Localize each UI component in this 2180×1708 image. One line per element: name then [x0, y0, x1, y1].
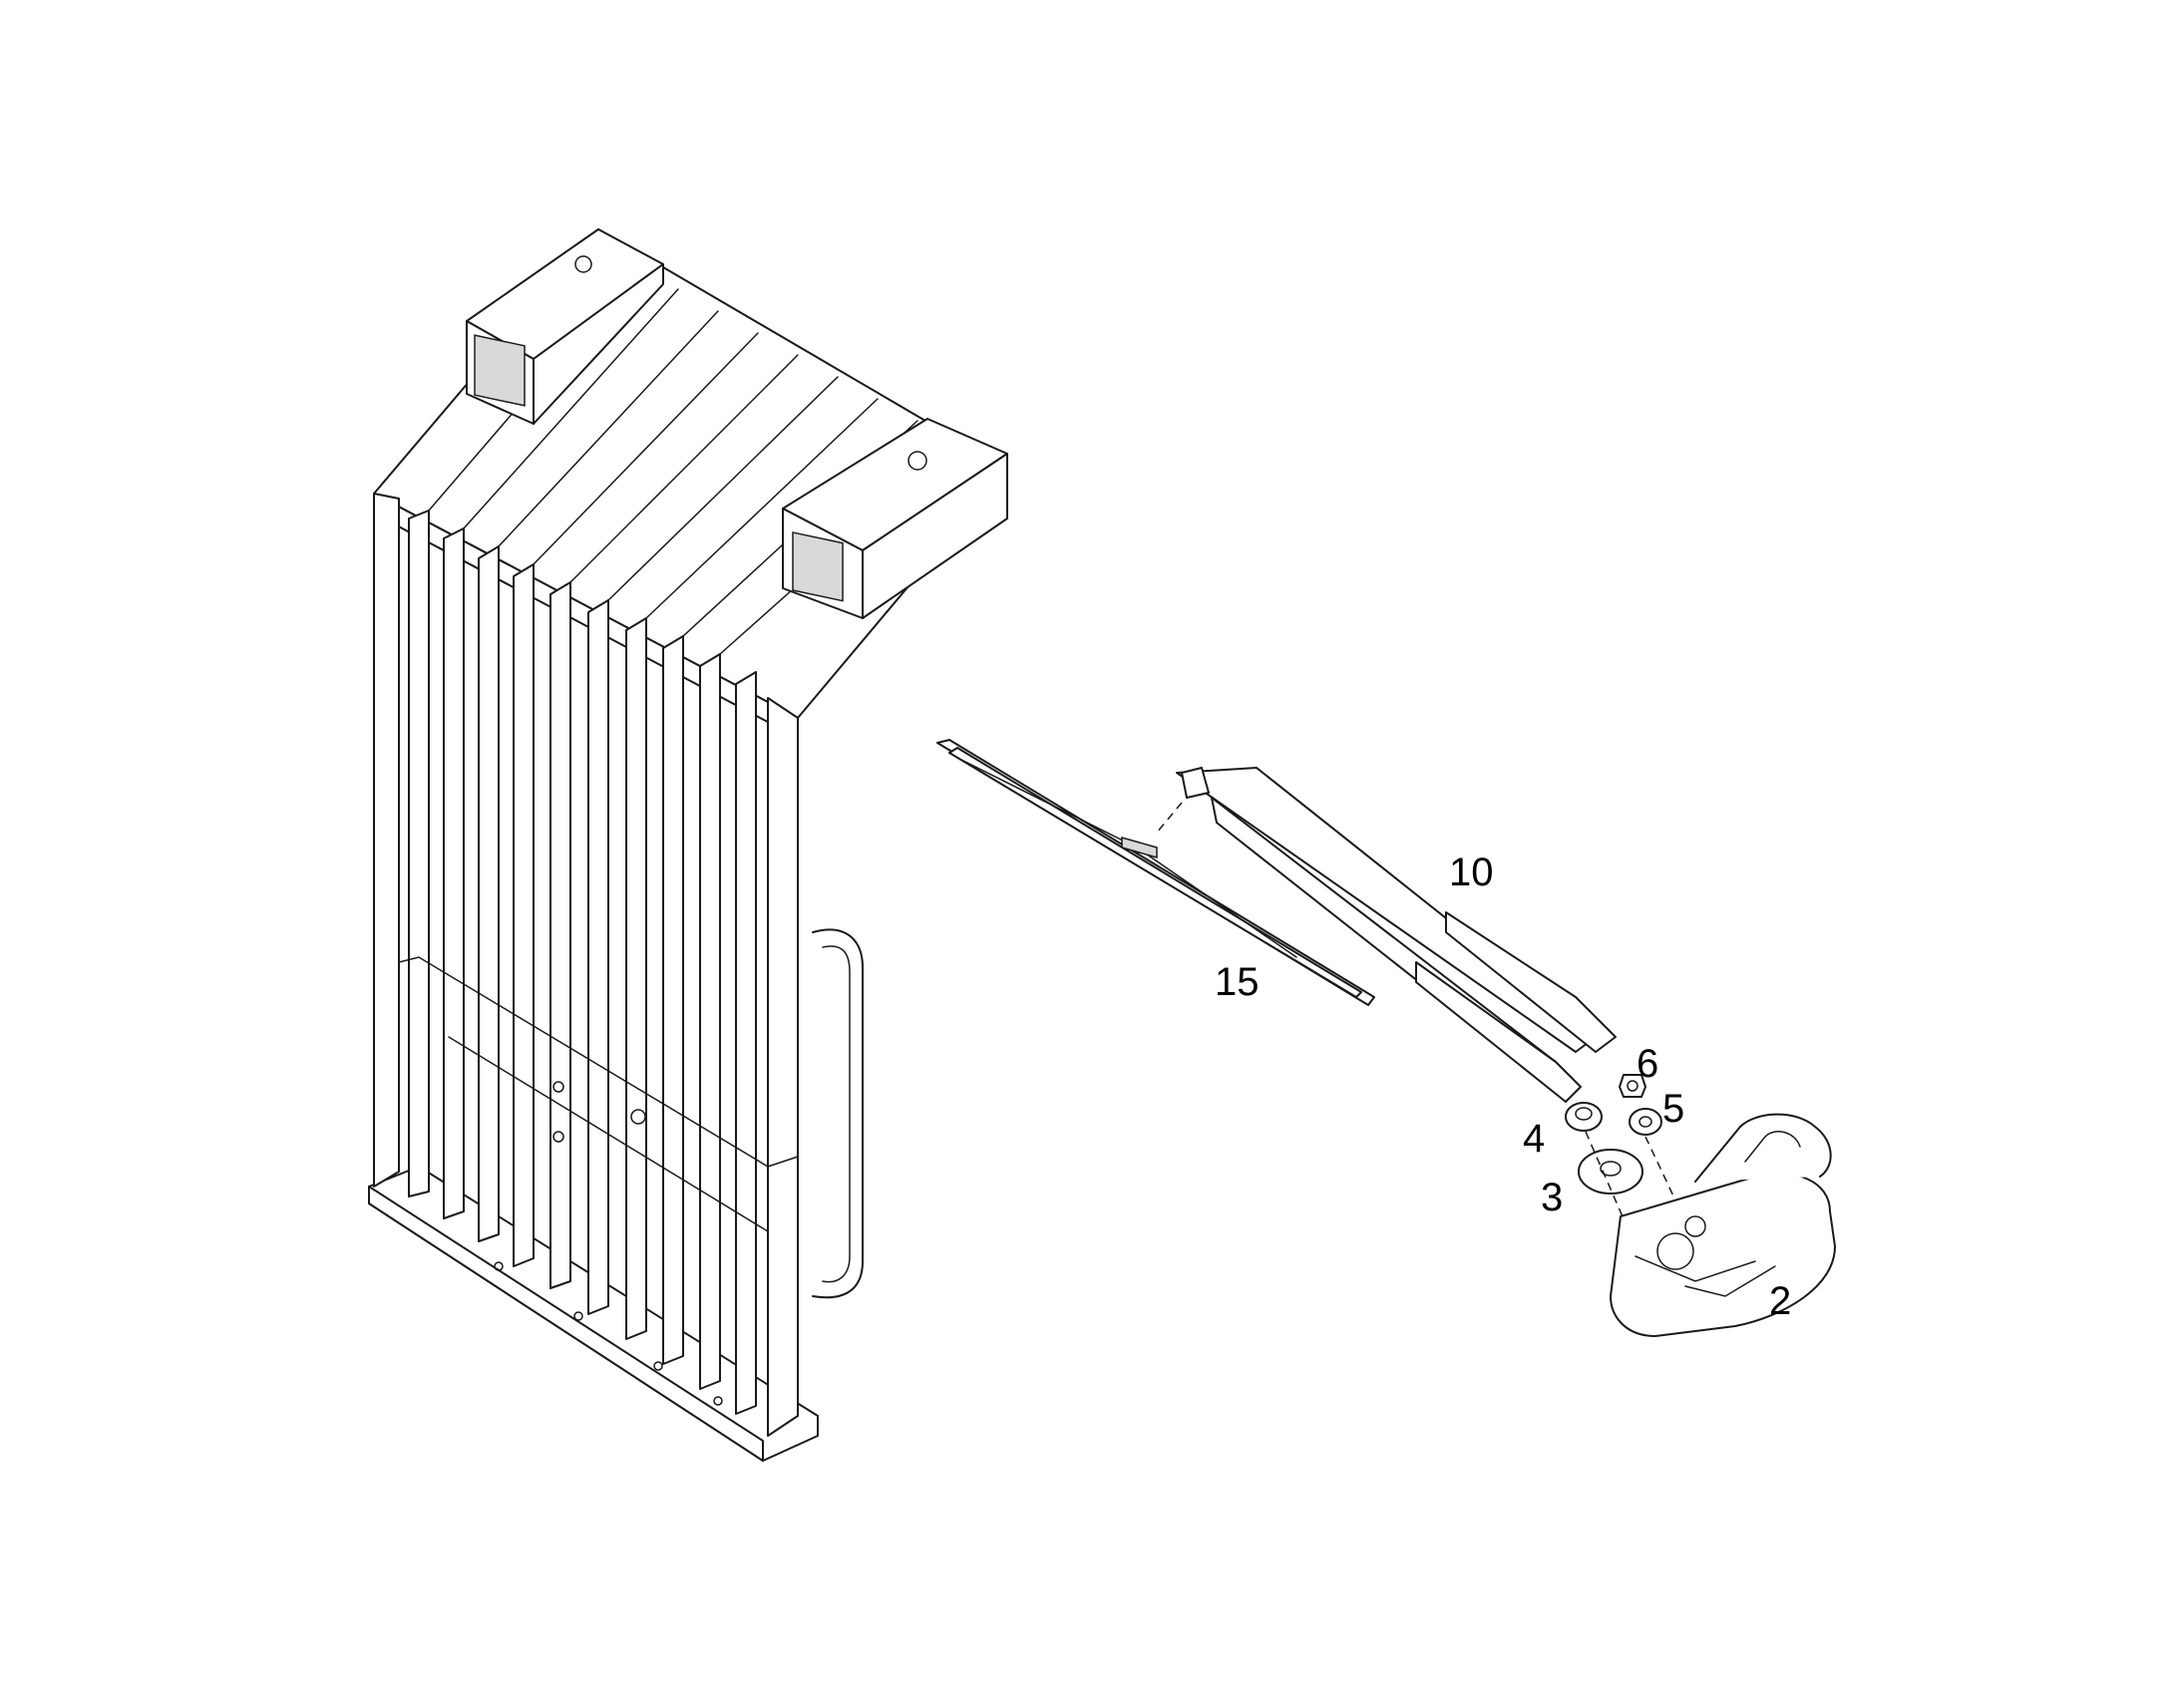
base-bolt-holes: [494, 1081, 723, 1406]
wiper-arm: [1156, 767, 1617, 1103]
wiper-blade: [936, 739, 1375, 1006]
grille-top-bars: [428, 266, 958, 655]
callout-10: 10: [1449, 851, 1494, 894]
callout-4: 4: [1523, 1117, 1545, 1161]
callout-6: 6: [1636, 1042, 1658, 1086]
work-light-right: [782, 418, 1008, 619]
callout-5: 5: [1662, 1087, 1684, 1131]
part-5-washer: [1629, 1108, 1662, 1136]
callout-2: 2: [1769, 1279, 1791, 1323]
work-light-left: [466, 228, 664, 425]
callout-labels: 10 15 6 5 4 3 2: [1215, 851, 1791, 1323]
callout-3: 3: [1541, 1176, 1563, 1219]
callout-15: 15: [1215, 960, 1260, 1004]
grille-slats: [408, 510, 757, 1415]
grille-frame-assembly: [368, 228, 1008, 1462]
part-4-nut: [1565, 1102, 1603, 1132]
part-2-wiper-motor: [1610, 1113, 1836, 1337]
part-3-grommet: [1578, 1149, 1643, 1195]
part-6-nut: [1619, 1074, 1646, 1098]
